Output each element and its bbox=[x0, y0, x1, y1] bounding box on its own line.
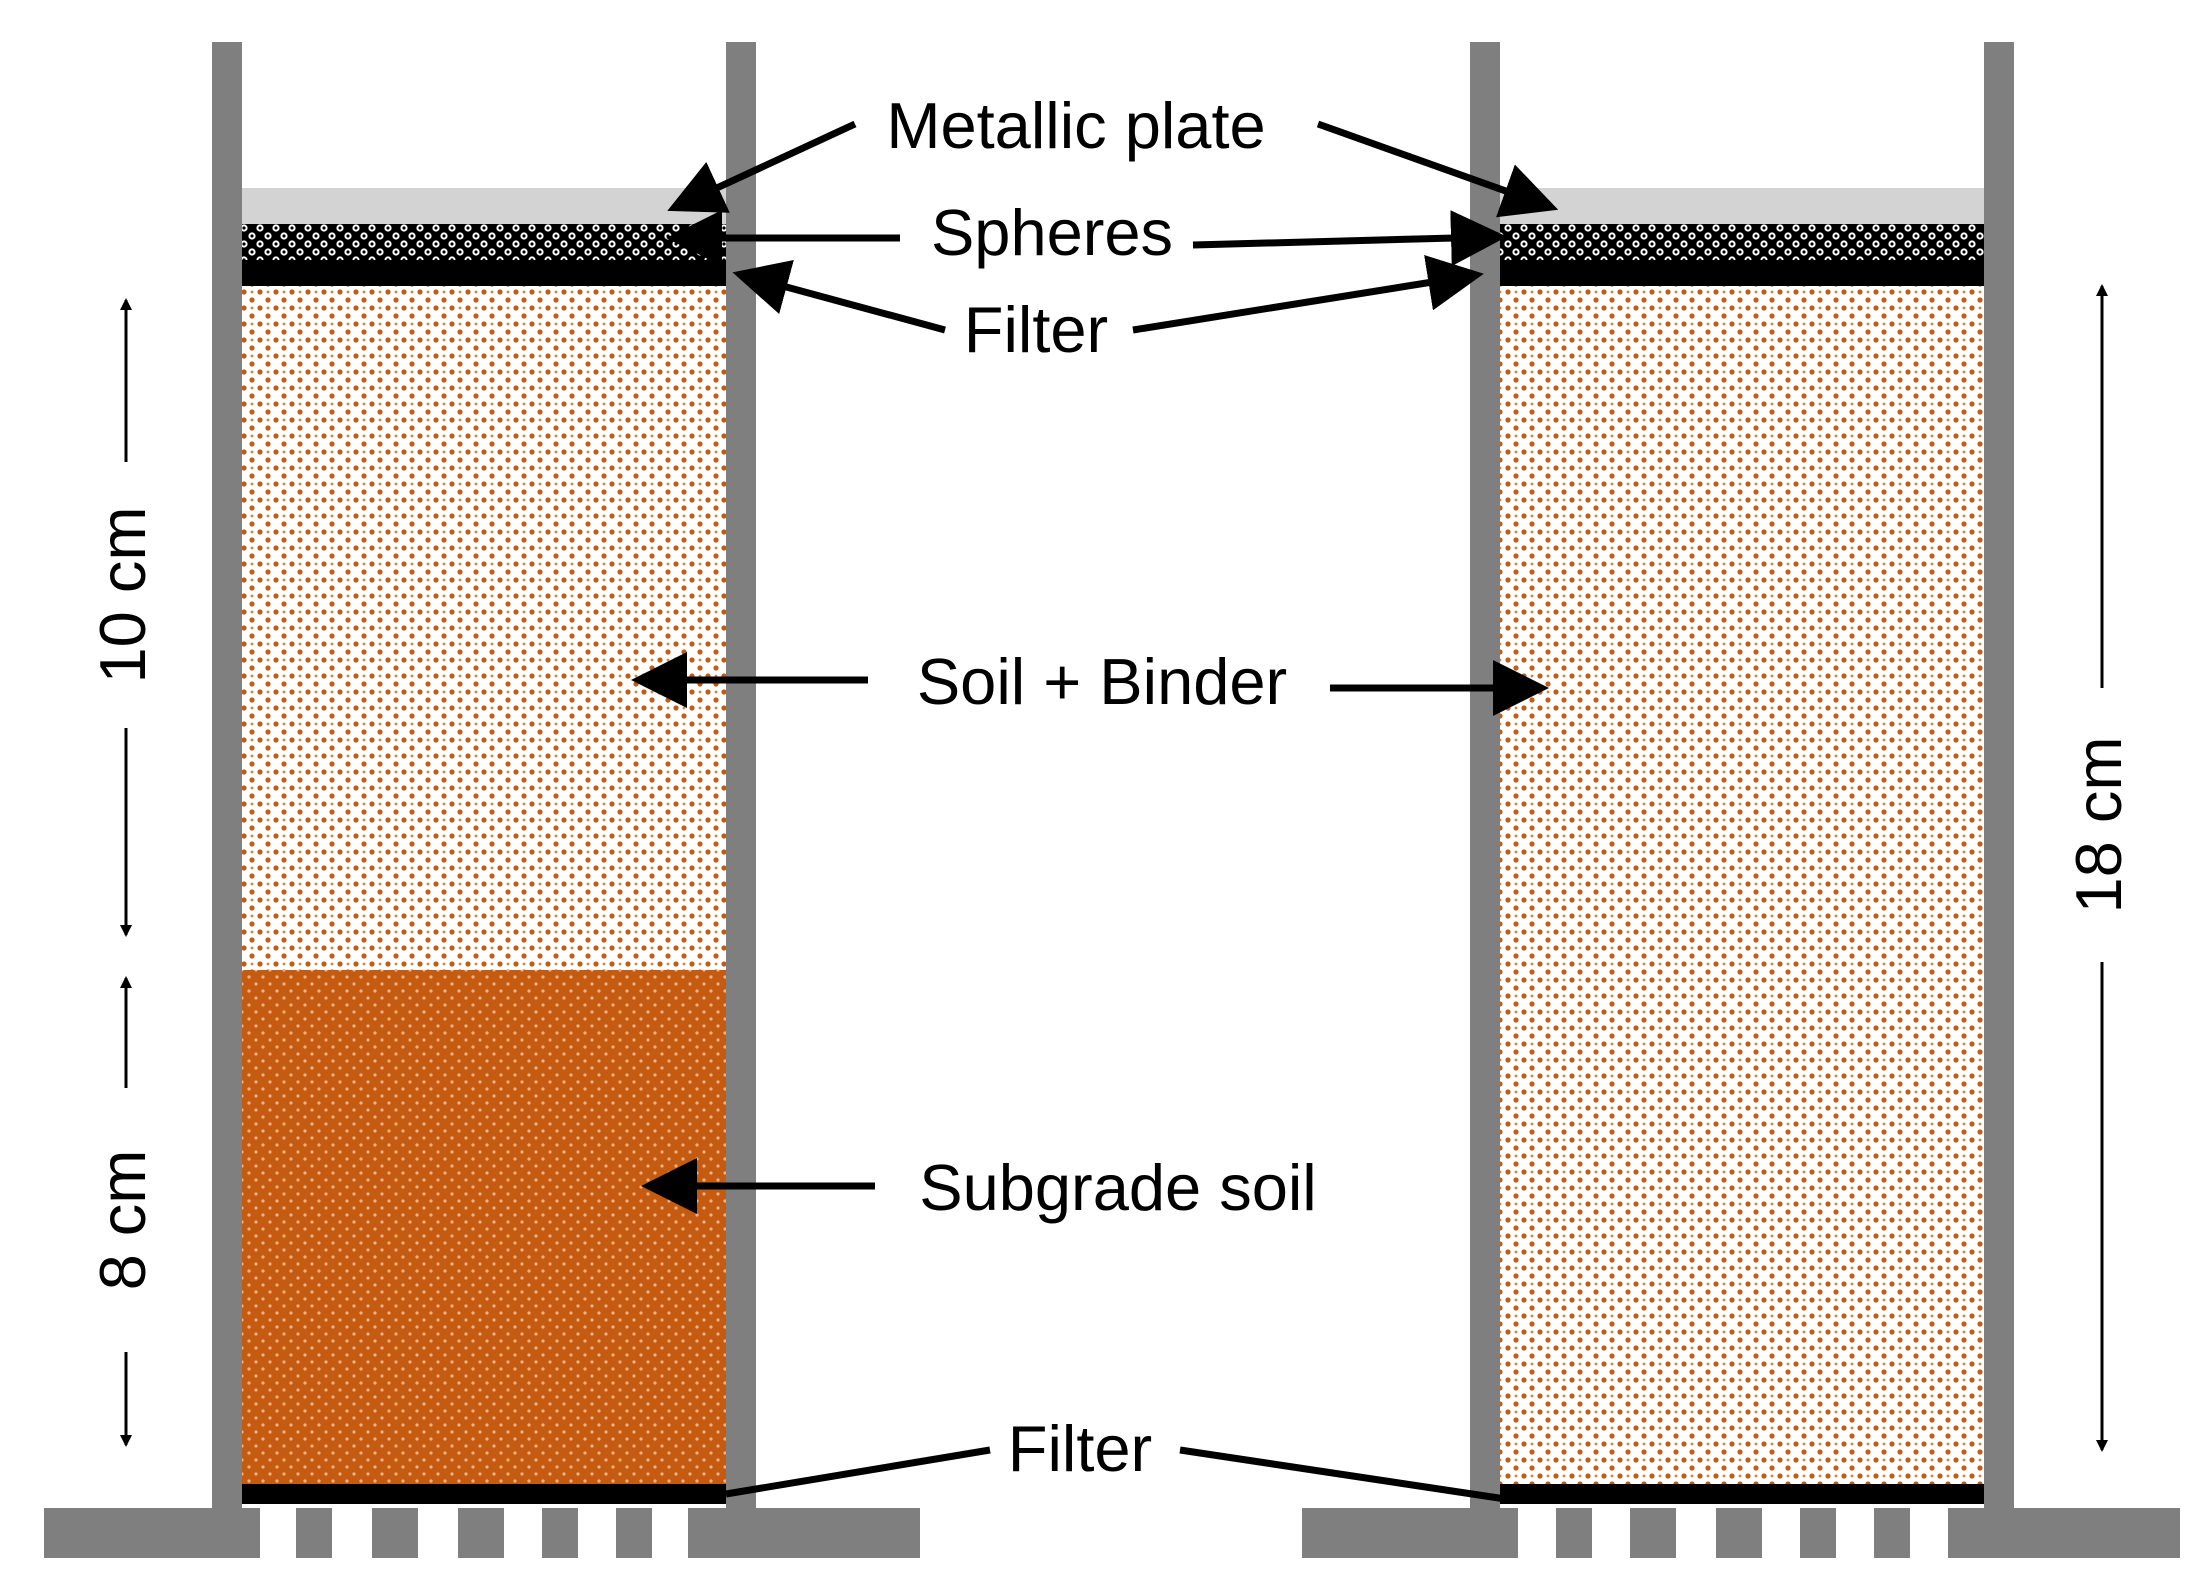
left-wall-inner bbox=[726, 42, 756, 1508]
label-filter-bottom: Filter bbox=[1008, 1412, 1152, 1485]
left-metallic-plate bbox=[242, 188, 726, 224]
right-base bbox=[1302, 1508, 2180, 1558]
dim-label-10cm: 10 cm bbox=[86, 506, 159, 683]
arrow-filter-top-right bbox=[1132, 254, 1484, 334]
left-column bbox=[44, 42, 920, 1558]
arrow-metallic-plate-left bbox=[667, 120, 857, 213]
dim-label-8cm: 8 cm bbox=[86, 1150, 159, 1291]
left-spheres-layer bbox=[242, 224, 726, 260]
left-base bbox=[44, 1508, 920, 1558]
label-filter-top: Filter bbox=[964, 293, 1108, 366]
right-wall-outer bbox=[1470, 42, 1500, 1508]
label-metallic-plate: Metallic plate bbox=[886, 89, 1265, 162]
arrow-metallic-plate-right bbox=[1316, 120, 1559, 218]
arrow-spheres-right bbox=[1192, 210, 1507, 267]
left-bottom-filter bbox=[242, 1484, 726, 1504]
filter-bottom-leaders bbox=[725, 1446, 1513, 1504]
left-top-filter bbox=[242, 260, 726, 286]
right-spheres-layer bbox=[1500, 224, 1984, 260]
right-wall-inner bbox=[1984, 42, 2014, 1508]
left-subgrade-layer bbox=[242, 970, 726, 1484]
label-soil-binder: Soil + Binder bbox=[917, 645, 1287, 718]
dim-label-18cm: 18 cm bbox=[2062, 736, 2135, 913]
left-wall-outer bbox=[212, 42, 242, 1508]
right-metallic-plate bbox=[1500, 188, 1984, 224]
right-column bbox=[1302, 42, 2180, 1558]
dimension-lines bbox=[120, 284, 2108, 1452]
right-top-filter bbox=[1500, 260, 1984, 286]
left-soil-binder-layer bbox=[242, 286, 726, 970]
arrow-filter-top-left bbox=[732, 259, 946, 334]
right-soil-binder-layer bbox=[1500, 286, 1984, 1484]
right-bottom-filter bbox=[1500, 1484, 1984, 1504]
label-spheres: Spheres bbox=[931, 196, 1173, 269]
label-subgrade-soil: Subgrade soil bbox=[919, 1151, 1317, 1224]
leader-arrows bbox=[631, 120, 1559, 1214]
